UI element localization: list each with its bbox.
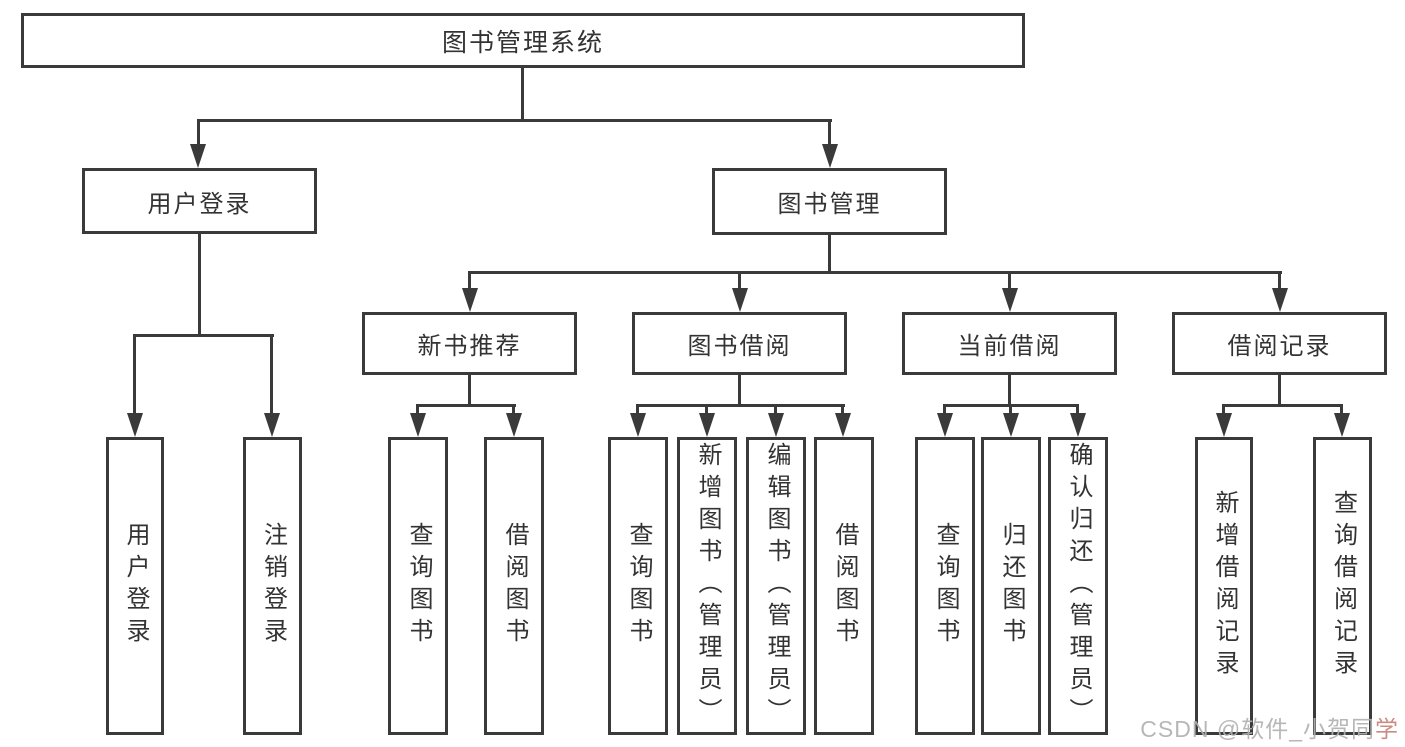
- connector-line: [636, 404, 845, 407]
- connector-line: [270, 334, 273, 415]
- node-root: 图书管理系统: [21, 13, 1025, 68]
- leaf-add-borrow-record: 新增借阅记录: [1195, 437, 1253, 735]
- connector-line: [841, 404, 844, 416]
- node-new-book-recommend: 新书推荐: [362, 312, 577, 375]
- arrowhead-down: [732, 288, 748, 312]
- connector-line: [512, 404, 515, 416]
- leaf-add-books-admin: 新增图书（管理员）: [677, 437, 737, 735]
- connector-line: [1076, 404, 1079, 416]
- connector-line: [636, 404, 639, 416]
- leaf-query-books-borrow: 查询图书: [608, 437, 668, 735]
- node-root-label: 图书管理系统: [441, 28, 604, 57]
- leaf-borrow-books: 借阅图书: [814, 437, 874, 735]
- node-book-management: 图书管理: [712, 168, 947, 235]
- connector-line: [1278, 271, 1281, 290]
- connector-line: [705, 404, 708, 416]
- connector-line: [1222, 404, 1225, 416]
- leaf-confirm-return-admin-label: 确认归还（管理员）: [1065, 442, 1092, 730]
- connector-line: [521, 68, 524, 121]
- arrowhead-down: [630, 413, 646, 437]
- leaf-user-login-label: 用户登录: [122, 522, 149, 650]
- connector-line: [197, 119, 200, 147]
- leaf-query-books-recommend-label: 查询图书: [405, 522, 432, 650]
- arrowhead-down: [264, 413, 280, 437]
- leaf-borrow-books-recommend-label: 借阅图书: [501, 522, 528, 650]
- connector-line: [828, 119, 831, 147]
- csdn-watermark: CSDN @软件_小贺同学: [1140, 710, 1399, 744]
- leaf-query-books-current-label: 查询图书: [932, 522, 959, 650]
- connector-line: [133, 334, 136, 415]
- node-book-borrow-label: 图书借阅: [687, 333, 792, 360]
- arrowhead-down: [462, 288, 478, 312]
- arrowhead-down: [835, 413, 851, 437]
- arrowhead-down: [1272, 288, 1288, 312]
- leaf-query-borrow-record-label: 查询借阅记录: [1329, 490, 1357, 682]
- leaf-return-books-label: 归还图书: [998, 522, 1025, 650]
- leaf-user-login: 用户登录: [106, 437, 164, 735]
- connector-line: [1008, 375, 1011, 406]
- connector-line: [133, 334, 274, 337]
- csdn-watermark-accent: 学: [1375, 716, 1399, 742]
- arrowhead-down: [1003, 413, 1019, 437]
- arrowhead-down: [768, 413, 784, 437]
- leaf-query-books-borrow-label: 查询图书: [625, 522, 652, 650]
- arrowhead-down: [410, 413, 426, 437]
- connector-line: [774, 404, 777, 416]
- arrowhead-down: [1070, 413, 1086, 437]
- csdn-watermark-text: CSDN @软件_小贺同: [1140, 716, 1375, 742]
- connector-line: [416, 404, 516, 407]
- leaf-logout: 注销登录: [243, 437, 302, 735]
- leaf-query-books-recommend: 查询图书: [388, 437, 448, 735]
- connector-line: [1340, 404, 1343, 416]
- connector-line: [468, 375, 471, 406]
- connector-line: [943, 404, 946, 416]
- leaf-edit-books-admin-label: 编辑图书（管理员）: [763, 442, 790, 730]
- connector-line: [1222, 404, 1343, 407]
- node-borrow-records-label: 借阅记录: [1227, 333, 1332, 360]
- node-new-book-recommend-label: 新书推荐: [417, 333, 522, 360]
- connector-line: [738, 271, 741, 290]
- node-book-borrow: 图书借阅: [632, 312, 847, 375]
- arrowhead-down: [1002, 288, 1018, 312]
- arrowhead-down: [506, 413, 522, 437]
- connector-line: [468, 271, 471, 290]
- leaf-borrow-books-recommend: 借阅图书: [484, 437, 544, 735]
- leaf-add-borrow-record-label: 新增借阅记录: [1211, 490, 1238, 682]
- connector-line: [197, 119, 832, 122]
- connector-line: [416, 404, 419, 416]
- connector-line: [738, 375, 741, 406]
- arrowhead-down: [190, 144, 206, 168]
- arrowhead-down: [127, 413, 143, 437]
- leaf-query-books-current: 查询图书: [915, 437, 975, 735]
- leaf-query-borrow-record: 查询借阅记录: [1313, 437, 1372, 735]
- leaf-borrow-books-label: 借阅图书: [831, 522, 858, 650]
- node-user-login: 用户登录: [82, 168, 317, 234]
- arrowhead-down: [1216, 413, 1232, 437]
- arrowhead-down: [937, 413, 953, 437]
- leaf-logout-label: 注销登录: [259, 522, 287, 650]
- connector-line: [1008, 271, 1011, 290]
- leaf-return-books: 归还图书: [981, 437, 1041, 735]
- connector-line: [468, 271, 1282, 274]
- node-current-borrow: 当前借阅: [902, 312, 1117, 375]
- node-borrow-records: 借阅记录: [1172, 312, 1387, 375]
- arrowhead-down: [699, 413, 715, 437]
- connector-line: [1278, 375, 1281, 406]
- connector-line: [1009, 404, 1012, 416]
- connector-line: [198, 233, 201, 337]
- leaf-edit-books-admin: 编辑图书（管理员）: [746, 437, 806, 735]
- arrowhead-down: [822, 144, 838, 168]
- connector-line: [828, 235, 831, 274]
- arrowhead-down: [1334, 413, 1350, 437]
- node-user-login-label: 用户登录: [147, 190, 252, 218]
- leaf-confirm-return-admin: 确认归还（管理员）: [1048, 437, 1108, 735]
- leaf-add-books-admin-label: 新增图书（管理员）: [694, 442, 721, 730]
- node-book-management-label: 图书管理: [777, 191, 882, 218]
- node-current-borrow-label: 当前借阅: [957, 333, 1062, 360]
